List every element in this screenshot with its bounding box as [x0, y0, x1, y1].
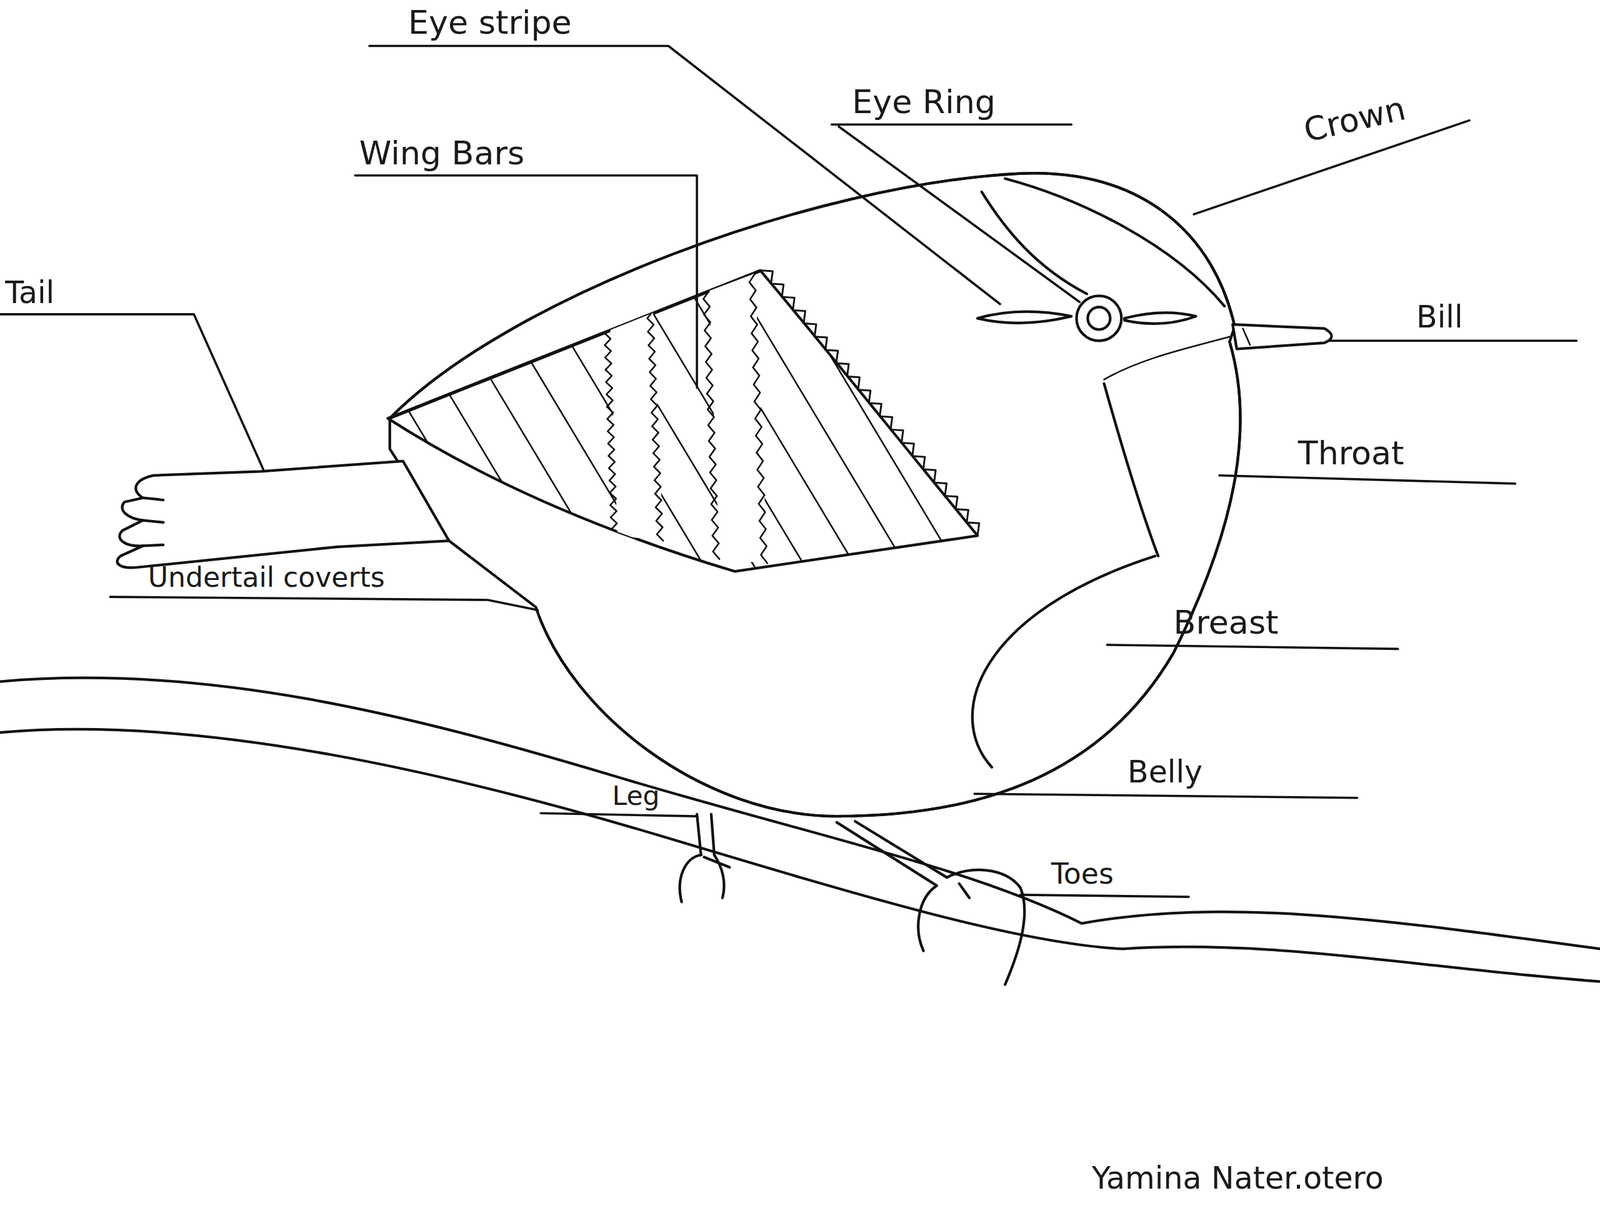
part-label: Wing Bars: [359, 136, 525, 170]
part-label: Eye Ring: [851, 85, 996, 119]
part-label: Belly: [1127, 756, 1203, 788]
eye-ring: [1076, 295, 1122, 341]
leg: [696, 814, 715, 855]
foot: [680, 855, 730, 902]
tail-feather: [143, 498, 164, 547]
bill: [1232, 324, 1332, 349]
part-label: Leg: [612, 782, 660, 809]
breast-line: [972, 556, 1155, 768]
part-label: Bill: [1416, 301, 1463, 333]
eye: [1087, 306, 1110, 330]
part-label: Undertail coverts: [148, 563, 385, 591]
throat-line: [1104, 383, 1159, 557]
wing-bar-edge: [749, 273, 768, 564]
foot: [918, 870, 1025, 985]
wing-bar-edge: [604, 326, 618, 536]
part-label: Tail: [5, 277, 55, 309]
eye-stripe: [977, 311, 1072, 324]
crown-stripe: [1005, 178, 1225, 307]
leader-lines: [0, 45, 1577, 897]
wing-bar: [610, 311, 664, 541]
cheek-line: [1104, 336, 1230, 380]
part-label: Eye stripe: [408, 6, 572, 39]
wing-edge: [760, 270, 979, 536]
wing-bar-edge: [703, 290, 720, 559]
part-label: Crown: [1300, 91, 1409, 147]
signature: Yamina Nater.otero: [1091, 1163, 1384, 1194]
wing-bars: [604, 273, 768, 564]
wing: [387, 270, 978, 572]
part-label: Toes: [1051, 860, 1114, 889]
eye-stripe: [1124, 312, 1196, 324]
part-label: Throat: [1298, 436, 1405, 470]
wing-bar: [709, 273, 768, 564]
leg: [836, 821, 947, 886]
wing-bar-edge: [647, 311, 664, 541]
part-label: Breast: [1173, 606, 1279, 639]
tail: [117, 461, 450, 568]
bill: [1243, 328, 1250, 345]
wing-feathers: [387, 216, 1082, 717]
